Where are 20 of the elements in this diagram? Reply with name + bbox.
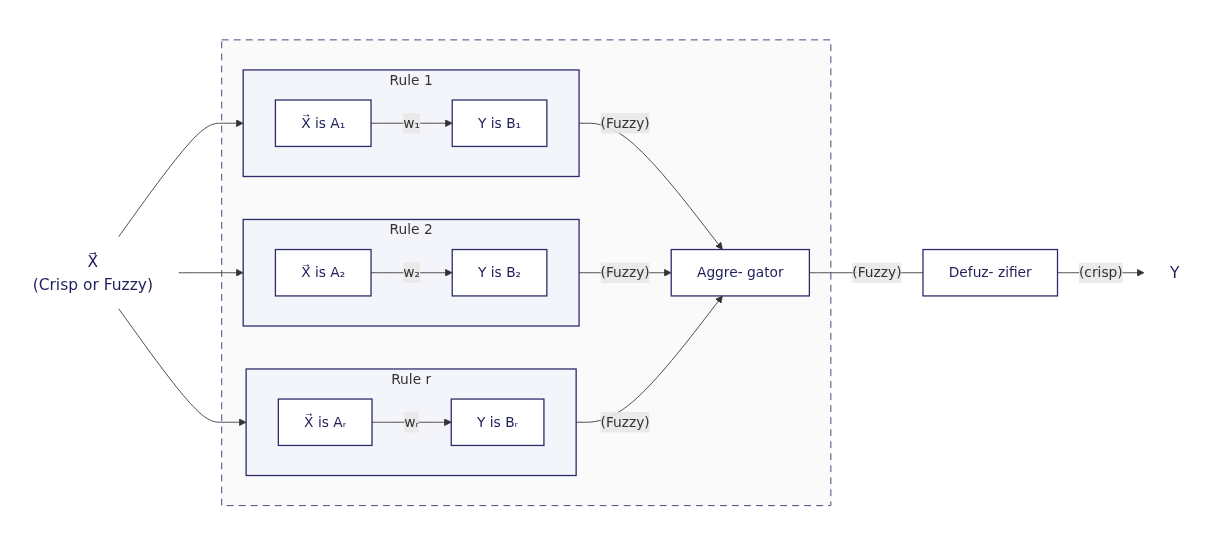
node-box: X⃗ is A₂ — [274, 248, 372, 297]
node-box: X⃗ is A₁ — [274, 99, 372, 147]
edge-label: wᵣ — [404, 413, 420, 430]
edge-label: w₂ — [403, 263, 421, 281]
edge-label: (Fuzzy) — [600, 263, 650, 281]
node-text: Y — [1169, 263, 1180, 282]
node-box: Y is B₂ — [451, 248, 548, 297]
node-box: X⃗ is Aᵣ — [277, 398, 373, 446]
edge-label: w₁ — [403, 114, 421, 131]
node-box: Y is Bᵣ — [450, 398, 545, 446]
node-box: Aggre- gator — [670, 248, 811, 297]
edge-label: (Fuzzy) — [600, 413, 650, 430]
edge-label: (Fuzzy) — [600, 114, 650, 131]
edge-label: (Fuzzy) — [852, 263, 902, 281]
edge-label: (crisp) — [1078, 263, 1123, 281]
node-label: (Crisp or Fuzzy) — [32, 275, 153, 294]
cluster — [221, 39, 832, 506]
node-box: Defuz- zifier — [922, 248, 1059, 297]
node-box: Y is B₁ — [451, 99, 548, 147]
node-text: X⃗ — [87, 251, 99, 270]
